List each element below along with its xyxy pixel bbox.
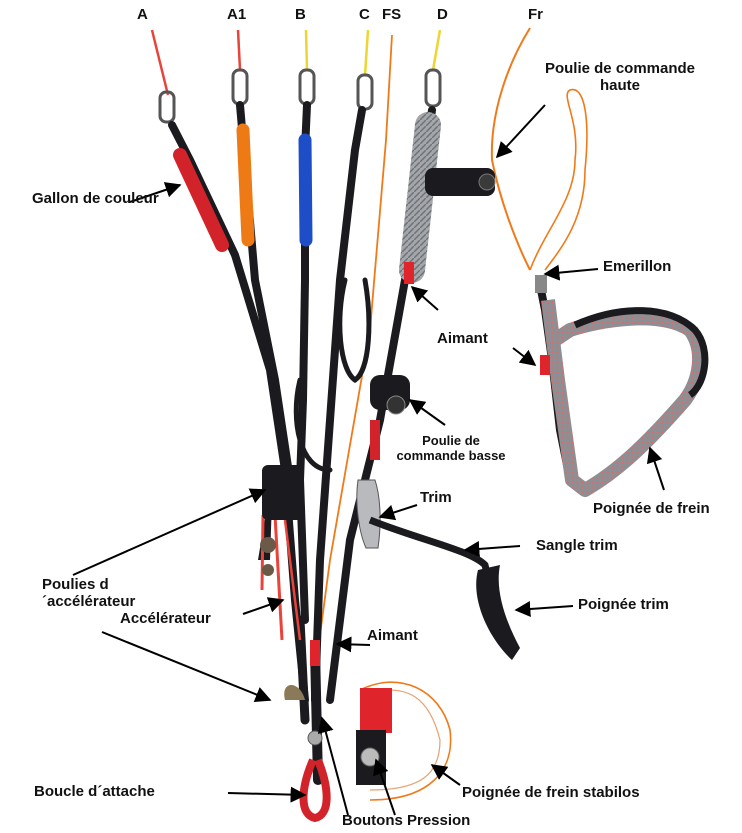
arrow-poignee-trim (516, 606, 573, 610)
arrow-poignee-frein (650, 448, 664, 490)
label-sangle-trim: Sangle trim (536, 537, 618, 554)
arrow-trim (380, 505, 417, 517)
brake-cascade (530, 90, 587, 270)
line-d (433, 30, 440, 70)
line-a1 (238, 30, 240, 70)
brake-handle (535, 275, 705, 490)
maillons (160, 70, 440, 122)
arrow-frein-stabilos (432, 765, 460, 785)
arrow-aimant-bottom (337, 644, 370, 645)
arrow-aimant-top-2 (513, 348, 535, 365)
line-b (306, 30, 307, 70)
arrow-emerillon (545, 269, 598, 274)
line-fr (492, 28, 530, 270)
arrow-aimant-top-1 (412, 287, 438, 310)
label-fs: FS (382, 6, 401, 23)
trim-handle (476, 565, 520, 660)
trim-buckle (357, 480, 380, 548)
gallon-blue (305, 140, 306, 240)
arrow-accelerateur (243, 600, 283, 614)
line-a (152, 30, 168, 95)
gallon-grey-d (412, 125, 428, 270)
label-poignee-frein: Poignée de frein (593, 500, 710, 517)
label-boucle: Boucle d´attache (34, 783, 155, 800)
arrow-poulies-acc-1 (73, 490, 265, 575)
label-poulie-basse: Poulie de commande basse (388, 434, 514, 464)
label-gallon: Gallon de couleur (32, 190, 159, 207)
upper-brake-pulley (425, 168, 495, 196)
label-c: C (359, 6, 370, 23)
label-emerillon: Emerillon (603, 258, 671, 275)
label-aimant-top: Aimant (437, 330, 488, 347)
magnet-d (404, 262, 414, 284)
arrow-sangle-trim (465, 546, 520, 550)
arrow-poulie-basse (410, 400, 445, 425)
label-a: A (137, 6, 148, 23)
stabilo-brake-handle (356, 682, 451, 800)
label-accelerateur: Accélérateur (120, 610, 211, 627)
label-d: D (437, 6, 448, 23)
arrow-boucle (228, 793, 305, 795)
arrow-poulies-acc-2 (102, 632, 270, 700)
label-aimant-bottom: Aimant (367, 627, 418, 644)
label-poulie-haute: Poulie de commande haute (534, 60, 706, 95)
gallon-orange (243, 130, 248, 240)
label-b: B (295, 6, 306, 23)
label-a1: A1 (227, 6, 246, 23)
label-trim: Trim (420, 489, 452, 506)
label-poignee-trim: Poignée trim (578, 596, 669, 613)
gallon-red (180, 155, 222, 245)
label-boutons: Boutons Pression (342, 812, 470, 829)
label-frein-stabilos: Poignée de frein stabilos (462, 784, 640, 801)
line-c (365, 30, 368, 75)
label-poulies-acc: Poulies d´accélérateur (42, 576, 160, 611)
arrow-poulie-haute (497, 105, 545, 157)
trim-strap (370, 520, 490, 585)
label-fr: Fr (528, 6, 543, 23)
magnet-lower (310, 640, 320, 666)
